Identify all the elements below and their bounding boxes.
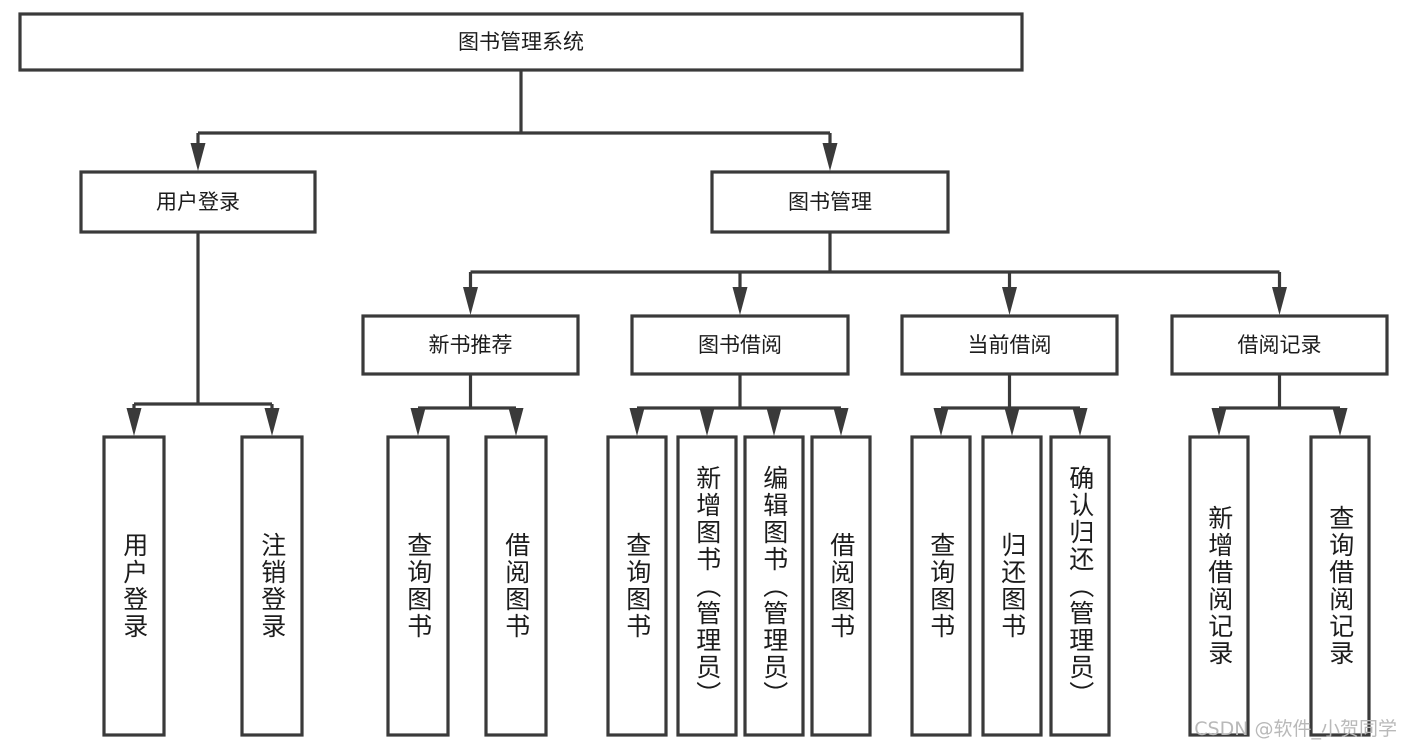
arrow-head-icon xyxy=(1072,408,1088,436)
arrow-head-icon xyxy=(766,408,782,436)
node-label-l2-book: 图书管理 xyxy=(788,190,872,214)
node-label-root: 图书管理系统 xyxy=(458,30,584,54)
arrow-head-icon xyxy=(463,287,478,315)
arrow-head-icon xyxy=(1211,408,1227,436)
node-box-leaf-new-query[interactable] xyxy=(386,435,450,737)
arrow-head-icon xyxy=(1332,408,1348,436)
node-label-l2-login: 用户登录 xyxy=(156,190,240,214)
node-box-leaf-r-add[interactable] xyxy=(1188,435,1250,737)
csdn-watermark: CSDN @软件_小贺同学 xyxy=(1194,718,1397,740)
node-box-l3-record[interactable] xyxy=(1170,314,1389,376)
arrow-head-icon xyxy=(699,408,715,436)
arrow-head-icon xyxy=(933,408,949,436)
arrow-head-icon xyxy=(833,408,849,436)
arrow-head-icon xyxy=(1004,408,1020,436)
arrow-head-icon xyxy=(126,408,142,436)
arrow-head-icon xyxy=(264,408,280,436)
node-label-l3-current: 当前借阅 xyxy=(968,333,1052,357)
node-box-leaf-c-return[interactable] xyxy=(981,435,1043,737)
arrow-head-icon xyxy=(410,408,426,436)
node-box-leaf-user-logout[interactable] xyxy=(240,435,304,737)
node-label-l3-new: 新书推荐 xyxy=(429,333,513,357)
node-box-leaf-new-borrow[interactable] xyxy=(484,435,548,737)
edges-layer xyxy=(126,70,1348,436)
node-box-leaf-b-query[interactable] xyxy=(606,435,668,737)
boxes-layer xyxy=(18,12,1389,737)
node-box-l2-login[interactable] xyxy=(79,170,317,234)
arrow-head-icon xyxy=(1002,287,1017,315)
arrow-head-icon xyxy=(629,408,645,436)
node-box-root[interactable] xyxy=(18,12,1024,72)
node-box-leaf-b-edit[interactable] xyxy=(743,435,805,737)
node-box-l3-new[interactable] xyxy=(361,314,580,376)
arrow-head-icon xyxy=(732,287,748,315)
node-box-leaf-b-borrow[interactable] xyxy=(810,435,872,737)
node-box-leaf-user-login[interactable] xyxy=(102,435,166,737)
node-box-l3-borrow[interactable] xyxy=(630,314,850,376)
node-box-leaf-b-add[interactable] xyxy=(676,435,738,737)
arrow-head-icon xyxy=(1272,287,1287,315)
node-box-l2-book[interactable] xyxy=(710,170,950,234)
arrow-head-icon xyxy=(190,143,206,171)
node-box-leaf-r-query[interactable] xyxy=(1309,435,1371,737)
node-box-leaf-c-query[interactable] xyxy=(910,435,972,737)
node-label-l3-borrow: 图书借阅 xyxy=(698,333,782,357)
node-box-leaf-c-confirm[interactable] xyxy=(1049,435,1111,737)
arrow-head-icon xyxy=(822,143,838,171)
arrow-head-icon xyxy=(508,408,524,436)
node-box-l3-current[interactable] xyxy=(900,314,1119,376)
node-label-l3-record: 借阅记录 xyxy=(1238,333,1322,357)
